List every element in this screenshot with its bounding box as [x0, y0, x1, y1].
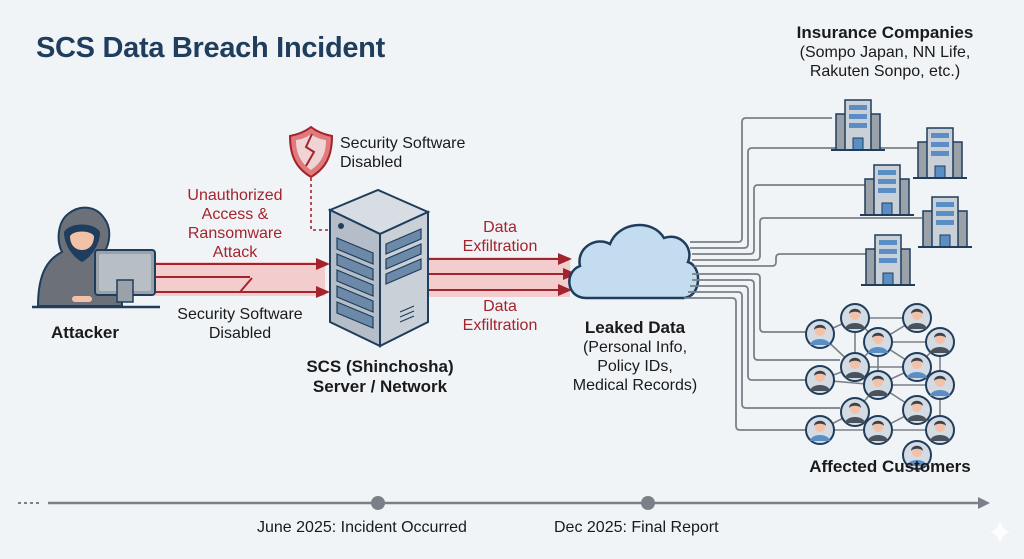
attack-label-line: Access & — [201, 206, 269, 223]
label-line: Disabled — [208, 325, 272, 342]
server-icon — [327, 188, 431, 348]
timeline — [18, 496, 990, 510]
attacker-label: Attacker — [50, 323, 120, 342]
customer-avatar — [863, 370, 893, 400]
timeline-marker-dec-2025 — [641, 496, 655, 510]
customer-avatar — [902, 395, 932, 425]
building-icon — [913, 127, 967, 179]
building-icon — [831, 99, 885, 151]
label-line: Exfiltration — [462, 317, 538, 334]
customer-avatar — [902, 352, 932, 382]
label-line: (Sompo Japan, NN Life, — [799, 44, 971, 61]
timeline-label-dec-2025: Dec 2025: Final Report — [554, 519, 719, 536]
attack-label: Unauthorized Access & Ransomware Attack — [160, 186, 310, 262]
page-title: SCS Data Breach Incident — [36, 32, 385, 64]
customer-avatar — [925, 327, 955, 357]
label-line: Exfiltration — [462, 238, 538, 255]
label-line: Disabled — [340, 154, 403, 171]
building-icon — [861, 234, 915, 286]
label-line: Security Software — [177, 306, 303, 323]
affected-customers-label: Affected Customers — [809, 457, 971, 476]
label-line: Medical Records) — [572, 377, 698, 394]
customer-avatar — [863, 415, 893, 445]
exfiltration-label-top: Data Exfiltration — [440, 218, 560, 256]
callout-dashed-line — [310, 178, 335, 231]
leaked-data-title: Leaked Data — [584, 318, 686, 337]
label-line: (Personal Info, — [582, 339, 688, 356]
insurance-title: Insurance Companies — [796, 23, 974, 42]
customer-avatar — [840, 352, 870, 382]
customer-avatar — [840, 303, 870, 333]
timeline-label-june-2025: June 2025: Incident Occurred — [257, 519, 467, 536]
attack-label-line: Ransomware — [187, 225, 283, 242]
exfiltration-label-bottom: Data Exfiltration — [440, 297, 560, 335]
label-line: Security Software — [340, 135, 466, 152]
label-line: Rakuten Sonpo, etc.) — [809, 63, 961, 80]
attacker-icon — [32, 206, 160, 309]
sparkle-icon — [990, 520, 1010, 544]
label-line: Policy IDs, — [597, 358, 673, 375]
label-line: Data — [483, 298, 517, 315]
customer-avatar — [805, 415, 835, 445]
customer-avatar — [805, 319, 835, 349]
attack-arrow — [155, 258, 330, 298]
customer-connector-lines — [684, 273, 840, 431]
label-line: Data — [483, 219, 517, 236]
customer-avatar — [805, 365, 835, 395]
security-disabled-label-arrow: Security Software Disabled — [160, 305, 320, 343]
leaked-data-label: Leaked Data (Personal Info, Policy IDs, … — [555, 318, 715, 395]
server-label: SCS (Shinchosha) Server / Network — [290, 357, 470, 397]
attack-label-line: Attack — [212, 244, 258, 261]
broken-shield-icon — [288, 125, 334, 179]
customer-avatar — [840, 397, 870, 427]
timeline-marker-june-2025 — [371, 496, 385, 510]
customer-avatar — [925, 370, 955, 400]
insurance-label: Insurance Companies (Sompo Japan, NN Lif… — [780, 23, 990, 81]
customer-avatar — [925, 415, 955, 445]
building-icon — [918, 196, 972, 248]
customer-avatar — [902, 303, 932, 333]
security-callout-label: Security Software Disabled — [340, 134, 465, 172]
building-connector-lines — [690, 117, 922, 267]
building-icon — [860, 164, 914, 216]
customer-network — [805, 303, 955, 470]
label-line: Server / Network — [312, 377, 448, 396]
customer-avatar — [902, 440, 932, 470]
exfiltration-arrows — [425, 253, 577, 297]
label-line: SCS (Shinchosha) — [306, 357, 454, 376]
timeline-arrowhead — [978, 497, 990, 509]
customer-avatar — [863, 327, 893, 357]
cloud-icon — [568, 223, 700, 300]
insurance-buildings — [831, 99, 972, 286]
attack-label-line: Unauthorized — [187, 187, 283, 204]
